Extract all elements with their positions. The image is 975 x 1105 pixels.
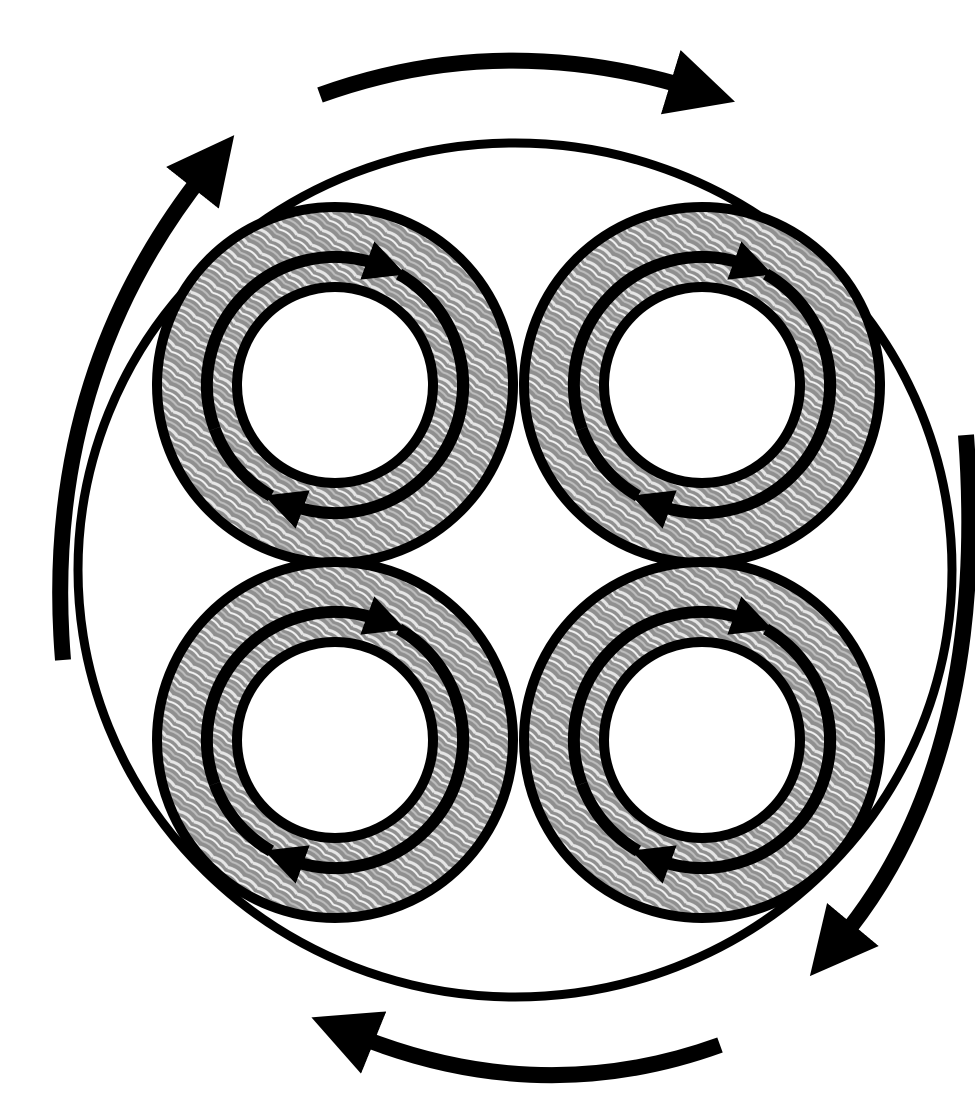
strand-rings <box>157 207 880 918</box>
strand-ring-bottom-left <box>157 562 513 918</box>
strand-core <box>604 642 800 838</box>
strand-core <box>237 287 433 483</box>
strand-core <box>604 287 800 483</box>
strand-ring-bottom-right <box>524 562 880 918</box>
strand-ring-top-right <box>524 207 880 563</box>
outer-rotation-arrows <box>60 61 969 1076</box>
rotation-arrow-icon <box>320 61 690 95</box>
rotation-arrow-icon <box>355 1035 720 1075</box>
strand-ring-top-left <box>157 207 513 563</box>
strand-core <box>237 642 433 838</box>
